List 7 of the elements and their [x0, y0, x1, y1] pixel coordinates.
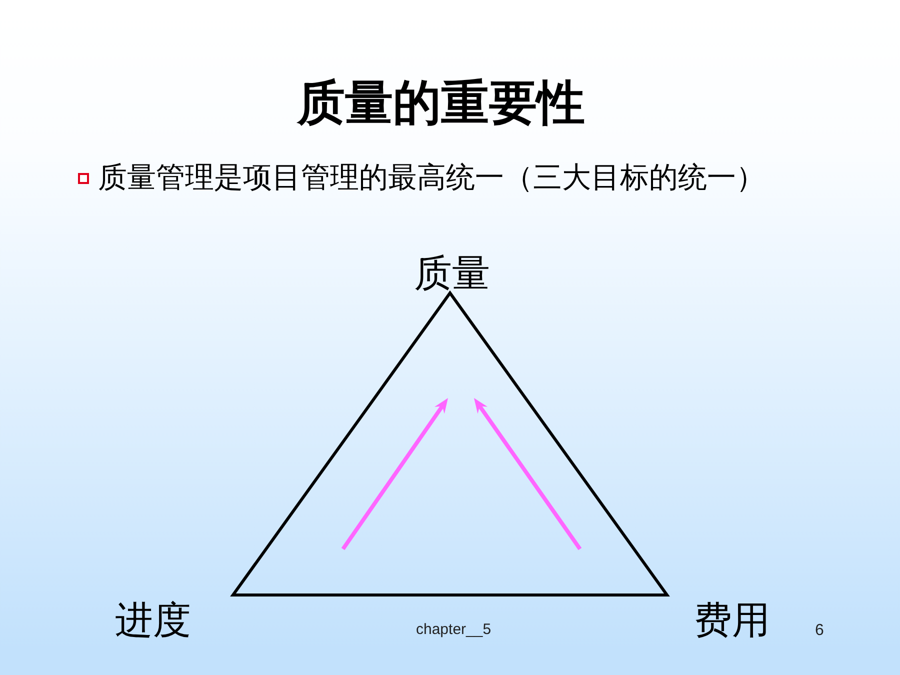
- page-number: 6: [815, 623, 824, 639]
- vertex-label: 质量: [414, 254, 490, 292]
- vertex-label: 费用: [694, 601, 770, 639]
- slide-title: 质量的重要性: [297, 80, 585, 128]
- vertex-label: 进度: [115, 601, 191, 639]
- bullet-text: 质量管理是项目管理的最高统一（三大目标的统一）: [98, 163, 765, 192]
- footer-text: chapter__5: [416, 622, 492, 637]
